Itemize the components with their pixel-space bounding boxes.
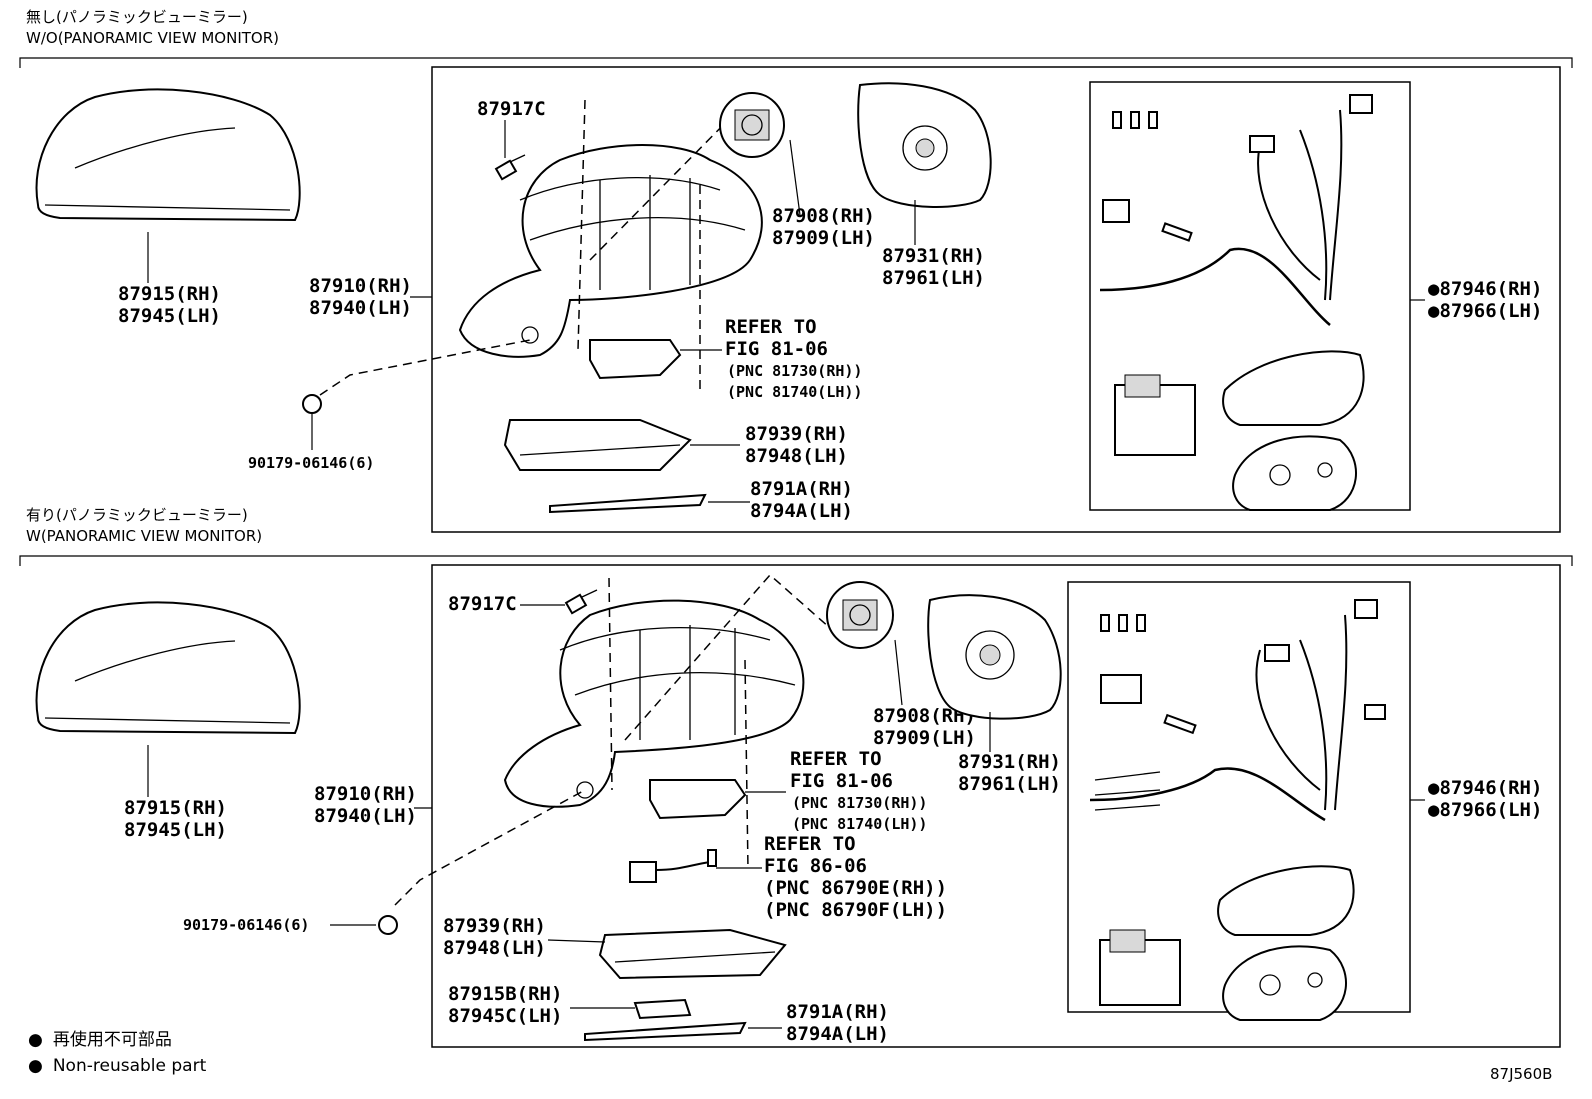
signal-bracket-drawing	[649, 779, 747, 820]
pnc-text-1a: (PNC 81730(RH))	[792, 794, 927, 812]
pnc-text-1b: (PNC 81740(LH))	[727, 383, 862, 401]
fig-text-1: FIG 81-06	[790, 770, 893, 792]
glass-label-rh: 87931(RH)	[958, 751, 1061, 773]
glass-label-lh: 87961(LH)	[882, 267, 985, 289]
non-reusable-marker: ●	[1428, 300, 1440, 322]
section-with-panoramic: 有り(パノラミックビューミラー) W(PANORAMIC VIEW MONITO…	[19, 506, 1573, 1048]
trim-label-lh: 8794A(LH)	[750, 500, 853, 522]
actuator-label-rh: 87908(RH)	[873, 705, 976, 727]
legend: ●再使用不可部品 ●Non-reusable part	[28, 1029, 207, 1076]
pnc-text-2a: (PNC 86790E(RH))	[764, 877, 947, 899]
kit-contents-drawing	[1099, 94, 1373, 511]
camera-drawing	[633, 998, 692, 1020]
outer-mirror-drawing	[458, 144, 763, 358]
glass-label-rh: 87931(RH)	[882, 245, 985, 267]
screw-label: 87917C	[448, 593, 517, 615]
non-reusable-marker: ●	[1428, 777, 1440, 799]
pnc-text-1b: (PNC 81740(LH))	[792, 815, 927, 833]
kit-label-lh: ●87966(LH)	[1428, 799, 1542, 821]
kit-label-rh: ●87946(RH)	[1428, 777, 1542, 799]
trim-label-rh: 8791A(RH)	[750, 478, 853, 500]
fig-text-1: FIG 81-06	[725, 338, 828, 360]
trim-label-rh: 8791A(RH)	[786, 1001, 889, 1023]
outer-label-rh: 87910(RH)	[314, 783, 417, 805]
cover-label-rh: 87915(RH)	[118, 283, 221, 305]
outer-label-lh: 87940(LH)	[314, 805, 417, 827]
cover-label-rh: 87915(RH)	[124, 797, 227, 819]
legend-marker: ●	[28, 1030, 43, 1050]
section-without-panoramic: 無し(パノラミックビューミラー) W/O(PANORAMIC VIEW MONI…	[19, 8, 1573, 533]
cover-label-lh: 87945(LH)	[118, 305, 221, 327]
section-1-header-en: W/O(PANORAMIC VIEW MONITOR)	[26, 29, 279, 47]
screw-drawing	[564, 589, 598, 615]
outer-mirror-drawing	[503, 599, 805, 808]
glass-label-lh: 87961(LH)	[958, 773, 1061, 795]
section-2-assembly-frame	[431, 564, 1561, 1048]
actuator-label-lh: 87909(LH)	[772, 227, 875, 249]
lamp-label-rh: 87939(RH)	[745, 423, 848, 445]
mirror-cover-drawing	[35, 601, 301, 735]
outer-label-rh: 87910(RH)	[309, 275, 412, 297]
kit-screws	[1112, 111, 1158, 129]
non-reusable-marker: ●	[1428, 278, 1440, 300]
camera-harness-drawing	[629, 849, 717, 883]
mirror-glass-drawing	[927, 594, 1062, 720]
clip-label: 90179-06146(6)	[183, 916, 309, 934]
lamp-label-lh: 87948(LH)	[443, 937, 546, 959]
trim-strip-drawing	[584, 1021, 747, 1042]
legend-line-jp: ●再使用不可部品	[28, 1029, 172, 1050]
mirror-cover-drawing	[35, 88, 301, 222]
pnc-text-1a: (PNC 81730(RH))	[727, 362, 862, 380]
lamp-label-lh: 87948(LH)	[745, 445, 848, 467]
kit-contents-drawing	[1089, 599, 1386, 1021]
kit-label-rh: ●87946(RH)	[1428, 278, 1542, 300]
legend-line-en: ●Non-reusable part	[28, 1056, 207, 1076]
legend-marker: ●	[28, 1056, 43, 1076]
actuator-drawing	[826, 581, 894, 649]
non-reusable-marker: ●	[1428, 799, 1440, 821]
section-2-header-jp: 有り(パノラミックビューミラー)	[26, 506, 248, 524]
refer-text-2: REFER TO	[764, 833, 856, 855]
actuator-drawing	[719, 92, 785, 158]
trim-label-lh: 8794A(LH)	[786, 1023, 889, 1045]
clip-label: 90179-06146(6)	[248, 454, 374, 472]
clip-drawing	[378, 915, 398, 935]
camera-label-lh: 87945C(LH)	[448, 1005, 562, 1027]
lamp-label-rh: 87939(RH)	[443, 915, 546, 937]
outer-label-lh: 87940(LH)	[309, 297, 412, 319]
camera-label-rh: 87915B(RH)	[448, 983, 562, 1005]
clip-drawing	[302, 394, 322, 414]
trim-strip-drawing	[549, 493, 707, 514]
screw-drawing	[494, 154, 526, 181]
signal-bracket-drawing	[589, 339, 682, 380]
kit-label-lh: ●87966(LH)	[1428, 300, 1542, 322]
section-2-header-en: W(PANORAMIC VIEW MONITOR)	[26, 527, 262, 545]
section-1-assembly-frame	[431, 66, 1561, 533]
section-2-bracket	[19, 555, 1573, 566]
cover-label-lh: 87945(LH)	[124, 819, 227, 841]
kit-screws	[1100, 614, 1146, 632]
diagram-code: 87J560B	[1490, 1065, 1552, 1083]
section-1-header-jp: 無し(パノラミックビューミラー)	[26, 8, 248, 26]
actuator-label-rh: 87908(RH)	[772, 205, 875, 227]
actuator-label-lh: 87909(LH)	[873, 727, 976, 749]
side-lamp-drawing	[503, 419, 692, 471]
side-lamp-drawing	[598, 928, 787, 980]
pnc-text-2b: (PNC 86790F(LH))	[764, 899, 947, 921]
mirror-glass-drawing	[857, 82, 992, 208]
refer-text-1: REFER TO	[790, 748, 882, 770]
screw-label: 87917C	[477, 98, 546, 120]
refer-text-1: REFER TO	[725, 316, 817, 338]
section-1-bracket	[19, 57, 1573, 68]
fig-text-2: FIG 86-06	[764, 855, 867, 877]
